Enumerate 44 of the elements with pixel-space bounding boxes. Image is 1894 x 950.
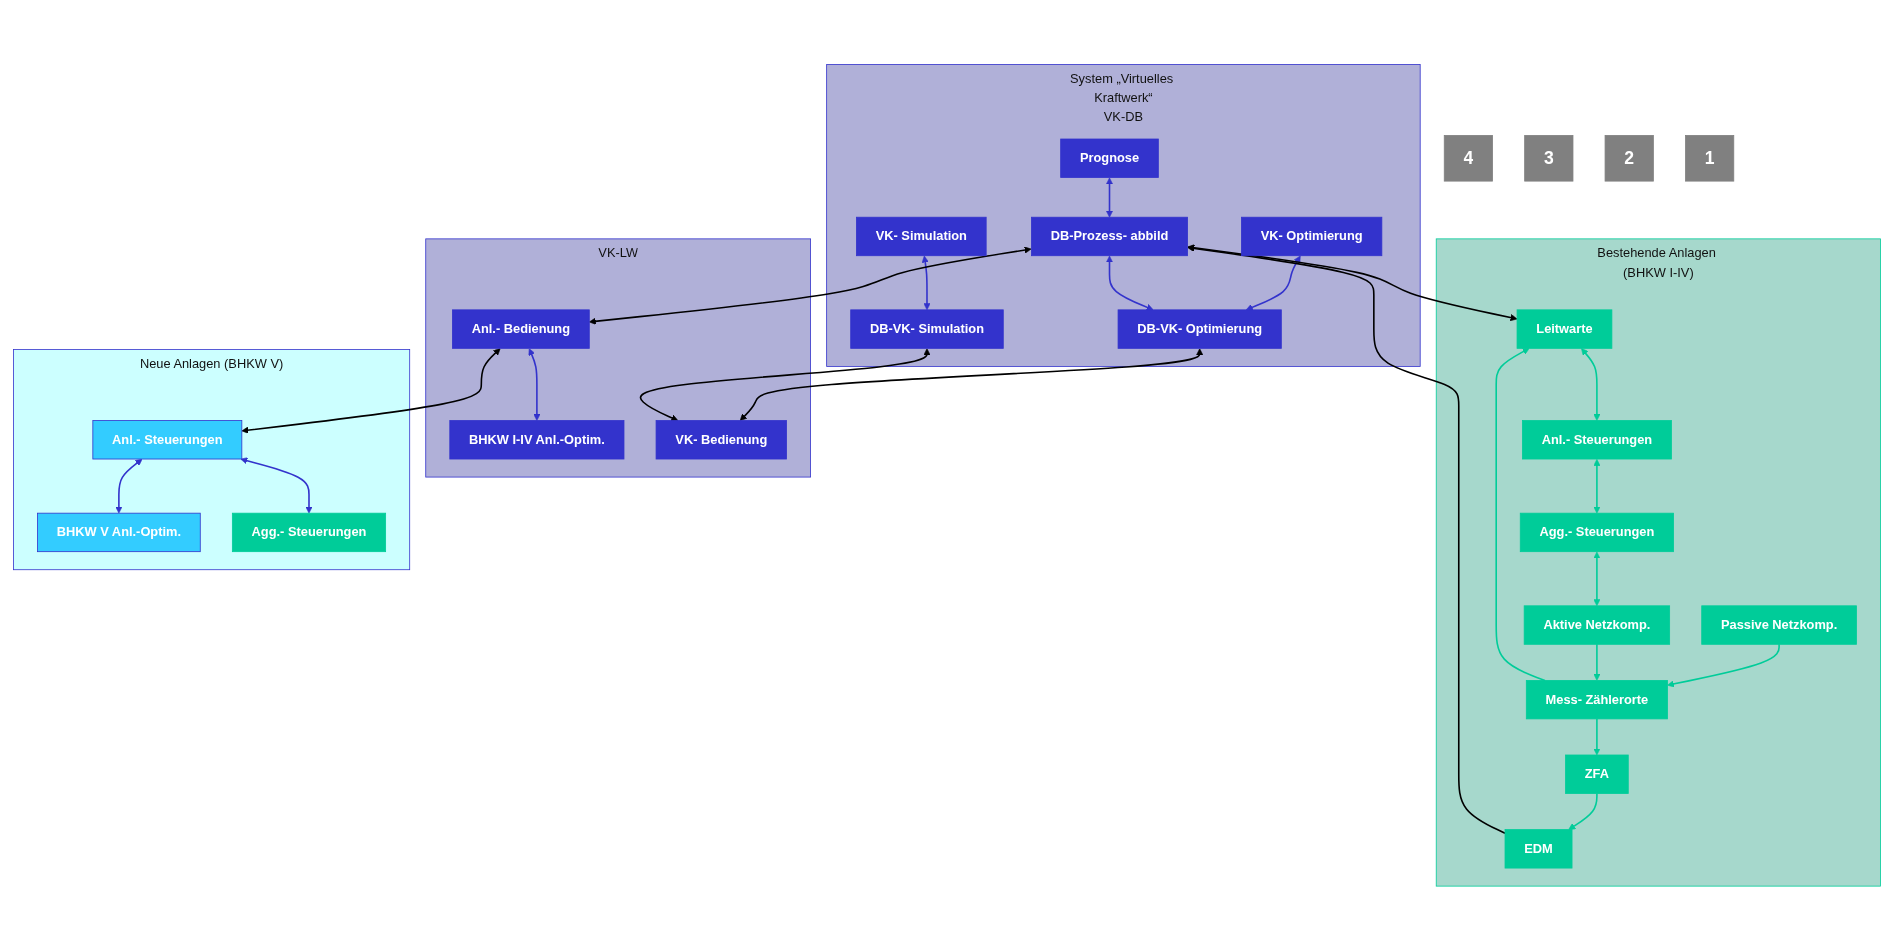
arrow [528, 348, 541, 421]
node-box: 1 [1685, 134, 1735, 182]
node-box: Anl.- Steuerungen [1522, 419, 1672, 460]
node-box: 4 [1443, 134, 1493, 182]
node-box: Passive Netzkomp. [1701, 605, 1857, 645]
node-box: 2 [1604, 134, 1654, 182]
arrow [1187, 243, 1518, 321]
node-box: EDM [1504, 828, 1573, 869]
arrow [921, 255, 931, 310]
arrow [1106, 255, 1154, 311]
arrow [1568, 792, 1598, 830]
node-box: Leitwarte [1516, 309, 1613, 349]
arrow [241, 347, 501, 434]
node-box: DB-Prozess- abbild [1031, 216, 1188, 256]
arrow [1106, 177, 1114, 218]
node-box: Agg.- Steuerungen [1519, 512, 1674, 552]
node-box: Aktive Netzkomp. [1523, 605, 1671, 645]
node-box: ZFA [1565, 754, 1629, 794]
node-box: DB-VK- Simulation [850, 309, 1004, 349]
arrow [1593, 458, 1601, 514]
arrow [739, 348, 1204, 421]
node-box: VK- Bedienung [655, 419, 787, 460]
arrow [1593, 643, 1601, 681]
arrow [589, 246, 1032, 325]
arrow [1581, 348, 1601, 421]
node-box: VK- Simulation [856, 216, 987, 256]
arrow [1495, 347, 1546, 681]
arrow [1593, 717, 1601, 756]
arrow [115, 458, 143, 514]
node-box: 3 [1524, 134, 1574, 182]
node-box: VK- Optimierung [1241, 216, 1383, 256]
node-box: BHKW I-IV Anl.-Optim. [449, 419, 625, 460]
node-box: BHKW V Anl.-Optim. [37, 512, 201, 552]
node-box: Mess- Zählerorte [1525, 679, 1668, 719]
arrow [639, 348, 931, 421]
arrow [1593, 551, 1601, 606]
node-box: Agg.- Steuerungen [231, 512, 387, 552]
arrow [240, 457, 313, 514]
arrow [1667, 643, 1780, 688]
node-box: Prognose [1060, 138, 1159, 178]
node-box: Anl.- Steuerungen [92, 419, 243, 460]
arrow [1245, 255, 1301, 311]
node-box: DB-VK- Optimierung [1117, 309, 1282, 349]
node-box: Anl.- Bedienung [452, 309, 590, 349]
